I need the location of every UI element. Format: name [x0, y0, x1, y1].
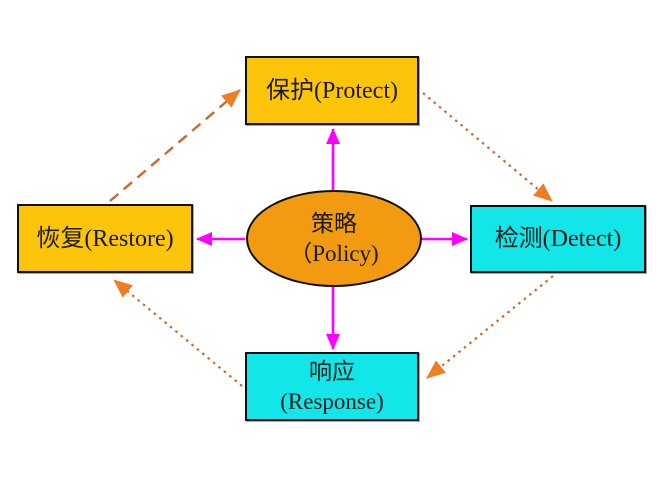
node-restore: 恢复(Restore): [17, 204, 193, 273]
edge-response-restore: [113, 279, 243, 387]
node-policy-label-cn: 策略: [311, 211, 357, 237]
node-protect: 保护(Protect): [245, 56, 419, 125]
node-restore-label: 恢复(Restore): [36, 225, 174, 252]
edge-protect-detect: [422, 92, 553, 202]
node-detect-label: 检测(Detect): [494, 226, 622, 252]
node-policy: 策略 （Policy): [246, 190, 422, 287]
edge-detect-response: [426, 275, 554, 379]
node-detect: 检测(Detect): [470, 205, 646, 273]
node-response-label-en: (Response): [280, 388, 384, 414]
edge-restore-protect: [109, 89, 241, 202]
node-response: 响应 (Response): [245, 352, 419, 421]
node-response-label-cn: 响应: [309, 358, 355, 384]
node-protect-label: 保护(Protect): [266, 77, 398, 104]
node-policy-label-en: （Policy): [289, 240, 379, 266]
